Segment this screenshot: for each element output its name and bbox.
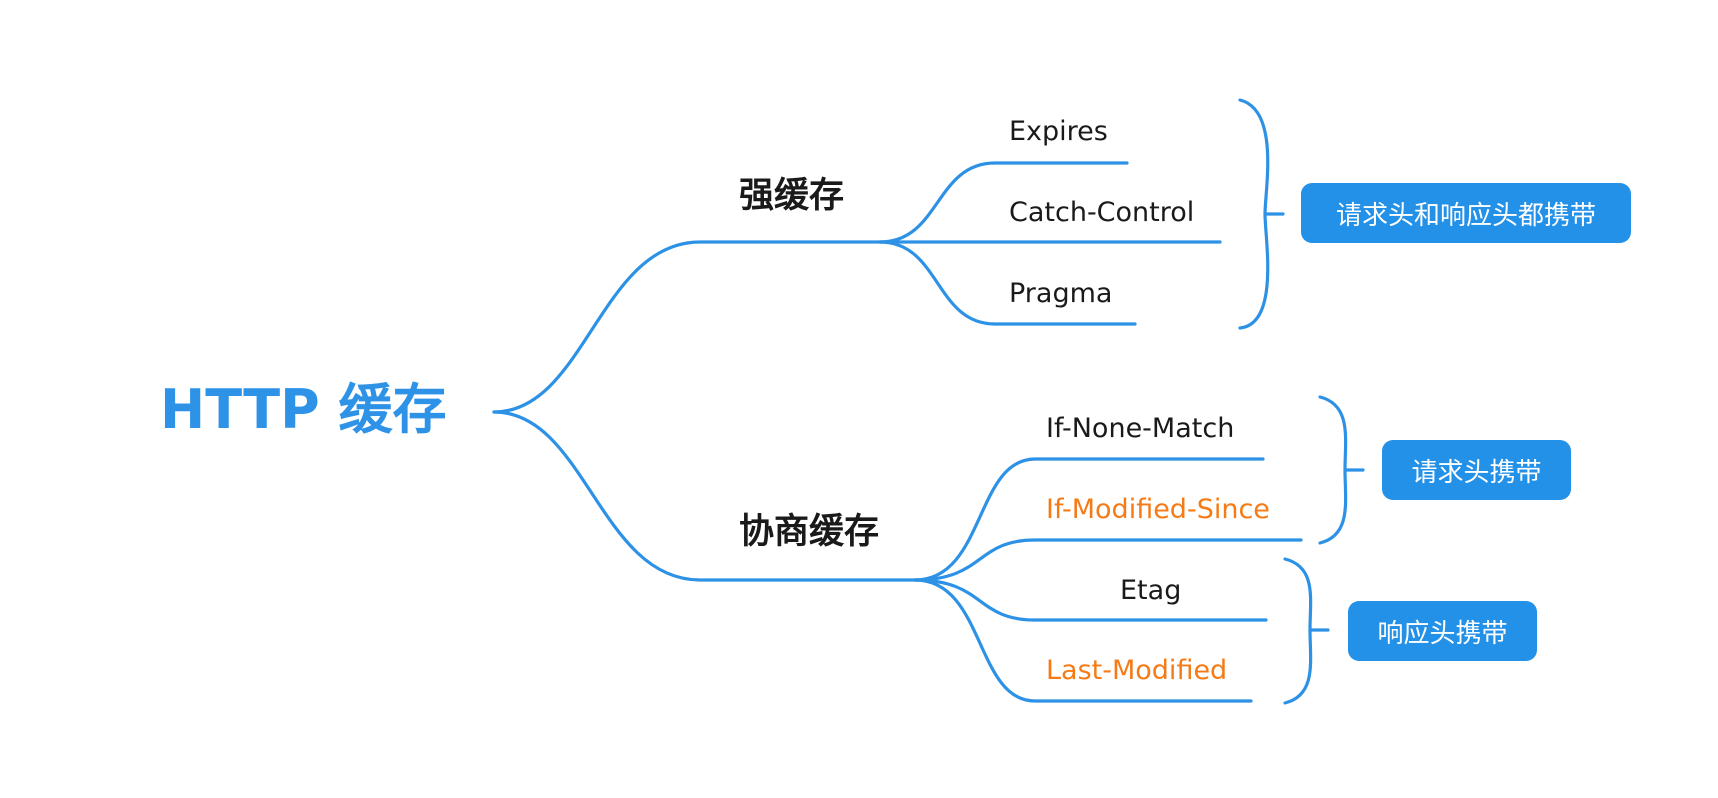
brace-request-headers bbox=[1318, 395, 1365, 545]
brace-strong-cache bbox=[1238, 98, 1285, 330]
connector-etag bbox=[913, 578, 1268, 622]
brace-response-headers bbox=[1283, 557, 1330, 705]
connector-expires bbox=[878, 161, 1129, 244]
branch-strong-cache: 强缓存 bbox=[739, 176, 845, 216]
leaf-catch-control: Catch-Control bbox=[1009, 197, 1195, 228]
connector-last-modified bbox=[913, 578, 1253, 703]
leaf-if-modified-since: If-Modified-Since bbox=[1046, 494, 1270, 525]
tag-response-headers: 响应头携带 bbox=[1348, 601, 1537, 661]
connector-pragma bbox=[878, 240, 1137, 326]
leaf-expires: Expires bbox=[1009, 116, 1108, 147]
leaf-last-modified: Last-Modified bbox=[1046, 655, 1228, 686]
leaf-if-none-match: If-None-Match bbox=[1046, 413, 1235, 444]
leaf-pragma: Pragma bbox=[1009, 278, 1113, 309]
connector-root-negotiate bbox=[492, 410, 917, 582]
branch-negotiate-cache: 协商缓存 bbox=[739, 512, 880, 552]
connector-if-none-match bbox=[913, 457, 1265, 582]
tag-both-headers: 请求头和响应头都携带 bbox=[1301, 183, 1631, 243]
root-title: HTTP 缓存 bbox=[160, 378, 447, 441]
tag-request-headers: 请求头携带 bbox=[1382, 440, 1571, 500]
connector-root-strong bbox=[492, 240, 882, 414]
connector-if-modified-since bbox=[913, 538, 1303, 582]
leaf-etag: Etag bbox=[1120, 575, 1182, 606]
